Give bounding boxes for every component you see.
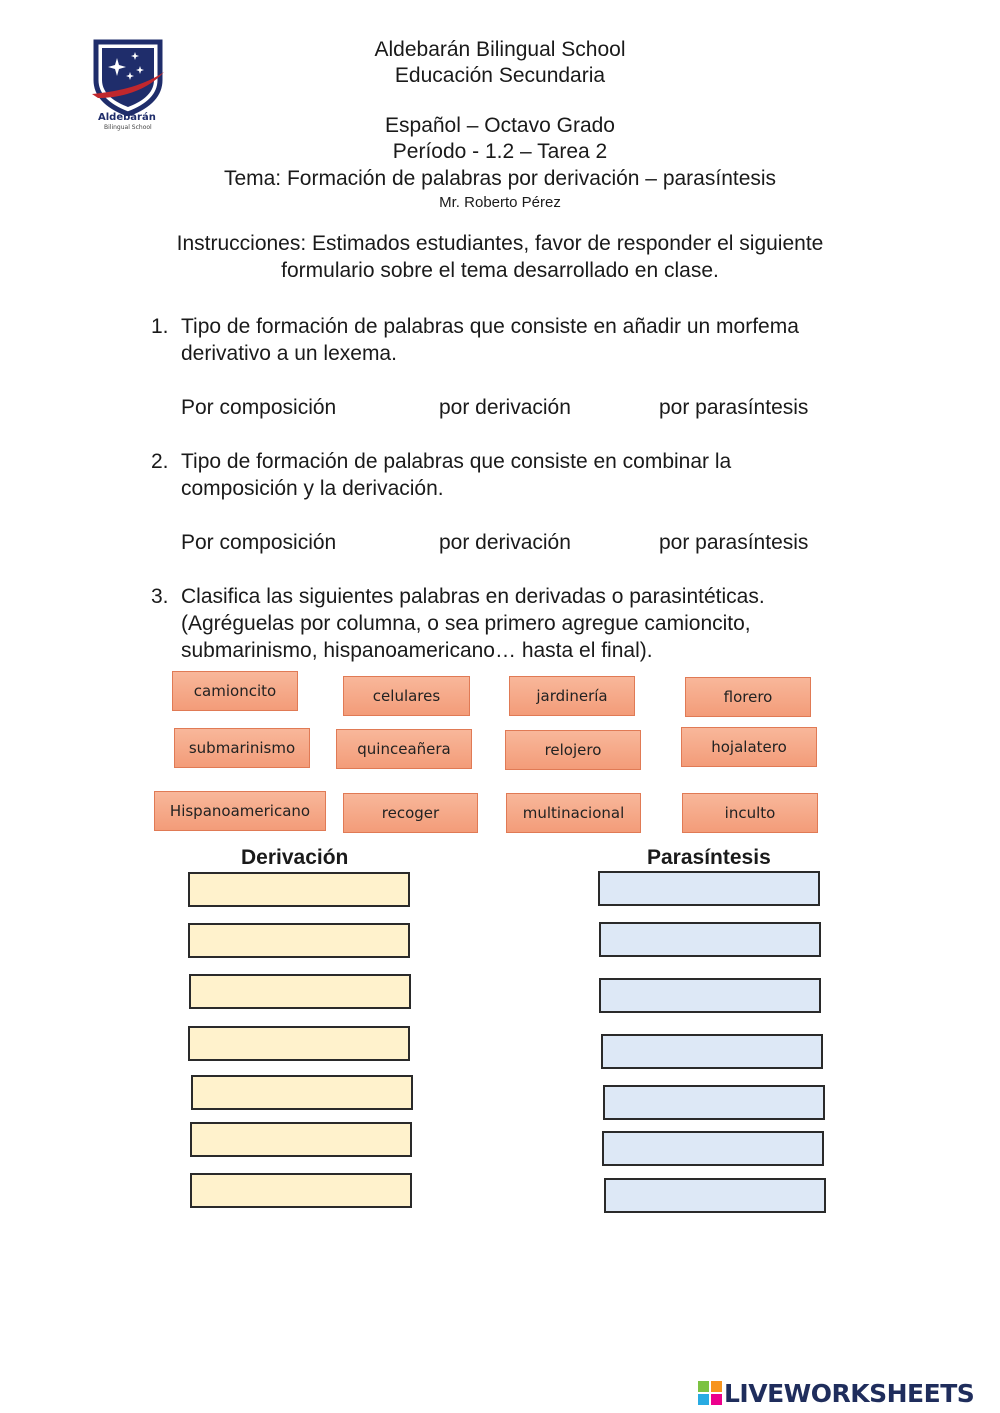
- school-name: Aldebarán Bilingual School: [374, 38, 626, 61]
- question-1-number: 1.: [151, 315, 169, 338]
- derivacion-drop-box-7[interactable]: [190, 1173, 412, 1208]
- derivacion-drop-box-4[interactable]: [188, 1026, 410, 1061]
- derivacion-drop-box-2[interactable]: [188, 923, 410, 958]
- word-camioncito[interactable]: camioncito: [172, 671, 298, 711]
- word-florero[interactable]: florero: [685, 677, 811, 717]
- parasintesis-drop-box-3[interactable]: [599, 978, 821, 1013]
- word-hojalatero[interactable]: hojalatero: [681, 727, 817, 767]
- parasintesis-drop-box-7[interactable]: [604, 1178, 826, 1213]
- derivacion-drop-box-1[interactable]: [188, 872, 410, 907]
- parasintesis-drop-box-6[interactable]: [602, 1131, 824, 1166]
- q1-option-derivacion[interactable]: por derivación: [439, 396, 571, 419]
- question-1-line-1: Tipo de formación de palabras que consis…: [181, 315, 799, 338]
- word-celulares[interactable]: celulares: [343, 676, 470, 716]
- q2-option-derivacion[interactable]: por derivación: [439, 531, 571, 554]
- question-3-number: 3.: [151, 585, 169, 608]
- subject-title: Español – Octavo Grado: [385, 114, 615, 137]
- parasintesis-drop-box-4[interactable]: [601, 1034, 823, 1069]
- word-quinceanera[interactable]: quinceañera: [336, 729, 472, 769]
- parasintesis-drop-box-2[interactable]: [599, 922, 821, 957]
- teacher-name: Mr. Roberto Pérez: [439, 194, 561, 211]
- question-3-line-1: Clasifica las siguientes palabras en der…: [181, 585, 765, 608]
- column-title-parasintesis: Parasíntesis: [647, 846, 771, 869]
- word-multinacional[interactable]: multinacional: [506, 793, 641, 833]
- q2-option-composicion[interactable]: Por composición: [181, 531, 337, 554]
- question-2-line-1: Tipo de formación de palabras que consis…: [181, 450, 732, 473]
- question-2-number: 2.: [151, 450, 169, 473]
- derivacion-drop-box-6[interactable]: [190, 1122, 412, 1157]
- word-jardineria[interactable]: jardinería: [509, 676, 635, 716]
- shield-icon: [92, 39, 164, 117]
- liveworksheets-logo: LIVEWORKSHEETS: [698, 1378, 975, 1408]
- word-hispanoamericano[interactable]: Hispanoamericano: [154, 791, 326, 831]
- derivacion-drop-box-5[interactable]: [191, 1075, 413, 1110]
- topic-title: Tema: Formación de palabras por derivaci…: [223, 167, 777, 190]
- question-3-line-2: (Agréguelas por columna, o sea primero a…: [181, 612, 751, 635]
- word-inculto[interactable]: inculto: [682, 793, 818, 833]
- q2-option-parasintesis[interactable]: por parasíntesis: [659, 531, 809, 554]
- school-logo: Aldebarán Bilingual School: [88, 36, 168, 132]
- instructions-line-1: Instrucciones: Estimados estudiantes, fa…: [176, 232, 824, 255]
- period-title: Período - 1.2 – Tarea 2: [392, 140, 608, 163]
- word-relojero[interactable]: relojero: [505, 730, 641, 770]
- liveworksheets-brand-text: LIVEWORKSHEETS: [724, 1378, 975, 1408]
- q1-option-composicion[interactable]: Por composición: [181, 396, 337, 419]
- question-1-text: Tipo de formación de palabras que consis…: [181, 313, 901, 367]
- question-2-text: Tipo de formación de palabras que consis…: [181, 448, 901, 502]
- column-title-derivacion: Derivación: [241, 846, 349, 869]
- school-level: Educación Secundaria: [394, 64, 606, 87]
- q1-option-parasintesis[interactable]: por parasíntesis: [659, 396, 809, 419]
- derivacion-drop-box-3[interactable]: [189, 974, 411, 1009]
- instructions-line-2: formulario sobre el tema desarrollado en…: [281, 259, 719, 282]
- question-2-line-2: composición y la derivación.: [181, 477, 444, 500]
- parasintesis-drop-box-1[interactable]: [598, 871, 820, 906]
- logo-name: Aldebarán: [98, 112, 156, 123]
- logo-subtitle: Bilingual School: [104, 124, 152, 131]
- word-recoger[interactable]: recoger: [343, 793, 478, 833]
- word-submarinismo[interactable]: submarinismo: [174, 728, 310, 768]
- question-3-line-3: submarinismo, hispanoamericano… hasta el…: [181, 639, 653, 662]
- liveworksheets-tiles-icon: [698, 1381, 722, 1405]
- question-3-text: Clasifica las siguientes palabras en der…: [181, 583, 901, 664]
- parasintesis-drop-box-5[interactable]: [603, 1085, 825, 1120]
- question-1-line-2: derivativo a un lexema.: [181, 342, 397, 365]
